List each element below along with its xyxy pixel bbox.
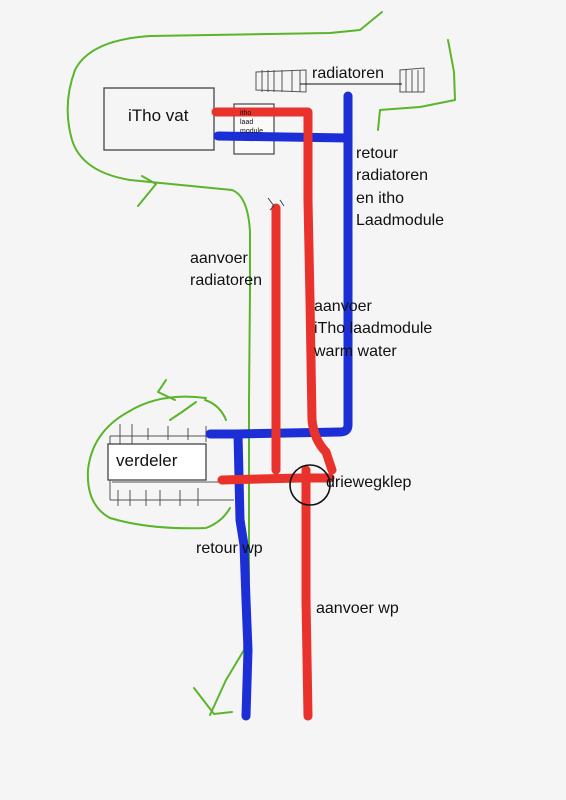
verdeler-label: verdeler bbox=[116, 451, 178, 470]
retour-radiatoren-line: Laadmodule bbox=[356, 212, 445, 230]
aanvoer-wp-label: aanvoer wp bbox=[316, 600, 399, 617]
aanvoer-radiatoren-line: radiatoren bbox=[190, 272, 263, 290]
itho-vat-box bbox=[103, 87, 215, 151]
aanvoer-itho-line: iTho laadmodule bbox=[314, 320, 433, 338]
retour-radiatoren-line: retour bbox=[356, 145, 398, 162]
laadmodule-label-line: module bbox=[240, 127, 263, 135]
retour-wp-label: retour wp bbox=[196, 540, 263, 557]
aanvoer-itho-line: aanvoer bbox=[314, 298, 372, 315]
return-pipe-main bbox=[205, 91, 353, 439]
return-pipes bbox=[205, 91, 353, 721]
driewegklep-label: driewegklep bbox=[326, 474, 412, 491]
supply-pipe-wp bbox=[301, 465, 313, 721]
annotation-loop-verdeler bbox=[86, 379, 231, 530]
laadmodule-label: itho laad module bbox=[240, 110, 263, 136]
supply-pipes bbox=[211, 107, 337, 721]
supply-arrow-tip bbox=[267, 197, 285, 211]
aanvoer-radiatoren-label: aanvoer radiatoren bbox=[190, 248, 262, 293]
aanvoer-radiatoren-line: aanvoer bbox=[190, 250, 248, 267]
supply-pipe-itho bbox=[211, 107, 337, 475]
return-pipe-wp bbox=[233, 429, 253, 721]
laadmodule-label-line: laad bbox=[240, 118, 254, 126]
annotation-loop-top bbox=[66, 11, 456, 716]
retour-radiatoren-line: radiatoren bbox=[356, 167, 429, 185]
aanvoer-itho-line: warm water bbox=[314, 342, 397, 360]
itho-vat-label: iTho vat bbox=[128, 106, 189, 125]
radiator-sketch bbox=[255, 67, 425, 93]
verdeler-box bbox=[107, 443, 207, 481]
supply-pipe-verdeler bbox=[217, 473, 335, 485]
retour-radiatoren-line: en itho bbox=[356, 189, 405, 207]
return-pipe-itho bbox=[213, 131, 353, 143]
driewegklep-circle bbox=[289, 464, 331, 506]
aanvoer-itho-label: aanvoer iTho laadmodule warm water bbox=[314, 296, 432, 363]
laadmodule-label-line: itho bbox=[240, 110, 252, 117]
annotation-arrowhead bbox=[193, 687, 233, 716]
retour-radiatoren-label: retour radiatoren en itho Laadmodule bbox=[356, 143, 444, 233]
radiatoren-label: radiatoren bbox=[312, 65, 385, 82]
